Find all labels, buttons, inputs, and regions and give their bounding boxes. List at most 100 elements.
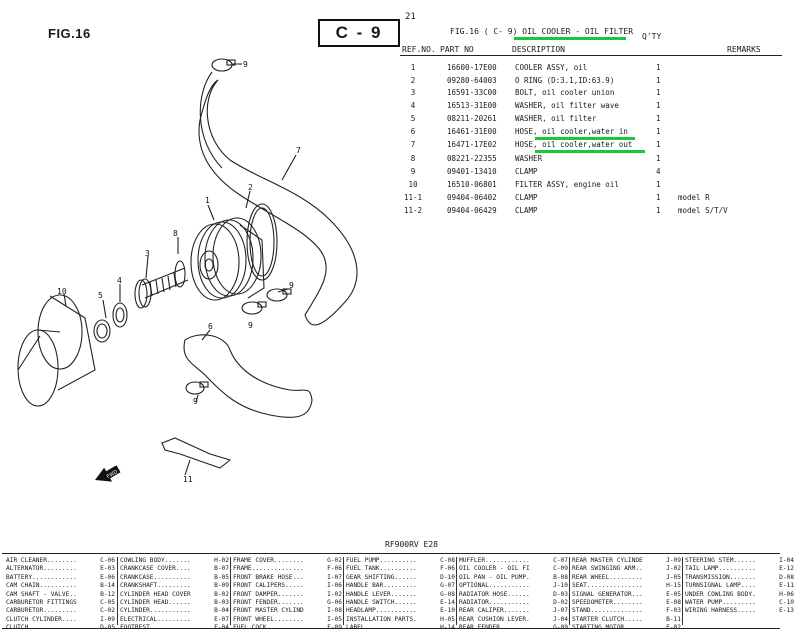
- index-entry-name: FRONT MASTER CYLIND: [233, 607, 304, 615]
- index-entry-code: J-04: [553, 615, 568, 623]
- index-entry-code: D-05: [100, 624, 115, 632]
- diagram-label: 1: [205, 196, 210, 205]
- index-entry[interactable]: FRONT FENDER.......G-06: [231, 599, 344, 607]
- index-entry-name: CYLINDER...........: [120, 607, 191, 615]
- index-entry-name: STARTING MOTOR.....: [572, 624, 643, 632]
- index-entry[interactable]: CARBURETOR.........C-02: [4, 607, 117, 615]
- index-entry[interactable]: CLUTCH CYLINDER....I-09: [4, 616, 117, 624]
- index-entry-name: ALTERNATOR.........: [6, 565, 77, 573]
- index-entry[interactable]: INSTALLATION PARTS.H-05: [344, 616, 457, 624]
- part-no: 16600-17E00: [447, 63, 497, 72]
- index-entry-code: E-13: [779, 607, 794, 615]
- index-entry[interactable]: CYLINDER...........B-04: [118, 607, 231, 615]
- index-entry[interactable]: REAR FENDER........G-09: [457, 624, 570, 632]
- index-entry[interactable]: TAIL LAMP..........E-12: [683, 565, 796, 573]
- index-entry[interactable]: UNDER COWLING BODY.H-06: [683, 591, 796, 599]
- index-entry[interactable]: RADIATOR...........D-02: [457, 599, 570, 607]
- index-entry[interactable]: FRONT BRAKE HOSE...I-07: [231, 574, 344, 582]
- index-entry-name: FOOTREST...........: [120, 624, 191, 632]
- index-entry[interactable]: WIRING HARNESS..... E-13: [683, 607, 796, 615]
- part-no: 16461-31E00: [447, 127, 497, 136]
- description: CLAMP: [515, 193, 538, 202]
- diagram-label: 7: [296, 146, 301, 155]
- index-entry[interactable]: REAR CUSHION LEVER.J-04: [457, 616, 570, 624]
- index-entry[interactable]: HEADLAMP...........E-10: [344, 607, 457, 615]
- diagram-label: 5: [98, 291, 103, 300]
- index-entry[interactable]: BATTERY............E-06: [4, 574, 117, 582]
- index-entry[interactable]: CRANKSHAFT.........B-09: [118, 582, 231, 590]
- index-entry[interactable]: FOOTREST...........F-04: [118, 624, 231, 632]
- index-entry[interactable]: SEAT...............H-15: [570, 582, 683, 590]
- index-entry[interactable]: GEAR SHIFTING......D-10: [344, 574, 457, 582]
- quantity: 4: [656, 167, 661, 176]
- index-entry[interactable]: FUEL COCK..........F-09: [231, 624, 344, 632]
- index-entry-name: STEERING STEM......: [685, 557, 756, 564]
- index-entry[interactable]: CRANKCASE COVER....B-07: [118, 565, 231, 573]
- index-entry[interactable]: MUFFLER............C-07: [457, 557, 570, 565]
- index-entry-code: D-02: [553, 598, 568, 606]
- filter-washer: [93, 319, 111, 343]
- index-entry[interactable]: RADIATOR HOSE......D-03: [457, 591, 570, 599]
- description: FILTER ASSY, engine oil: [515, 180, 619, 189]
- index-entry[interactable]: STARTER CLUTCH.....B-11: [570, 616, 683, 624]
- index-entry-code: I-04: [779, 557, 794, 564]
- index-entry[interactable]: ELECTRICAL.........E-07: [118, 616, 231, 624]
- index-entry[interactable]: HANDLE LEVER.......G-08: [344, 591, 457, 599]
- index-entry[interactable]: ALTERNATOR.........E-03: [4, 565, 117, 573]
- index-entry[interactable]: REAR CALIPER.......J-07: [457, 607, 570, 615]
- index-entry[interactable]: FRONT WHEEL........I-05: [231, 616, 344, 624]
- index-entry[interactable]: OIL PAN - OIL PUMP.B-08: [457, 574, 570, 582]
- wave-washer: [112, 302, 128, 328]
- index-entry[interactable]: WATER PUMP.........C-10: [683, 599, 796, 607]
- index-entry-name: HANDLE LEVER.......: [346, 590, 417, 598]
- index-entry-code: C-08: [440, 557, 455, 564]
- index-entry[interactable]: SPEEDOMETER........E-08: [570, 599, 683, 607]
- index-entry-name: REAR CALIPER.......: [459, 607, 530, 615]
- index-entry-code: G-09: [553, 624, 568, 632]
- index-entry[interactable]: FUEL PUMP..........C-08: [344, 557, 457, 565]
- index-entry[interactable]: CYLINDER HEAD......B-03: [118, 599, 231, 607]
- index-entry-name: FRAME..............: [233, 565, 304, 573]
- index-entry[interactable]: COWLING BODY.......H-02: [118, 557, 231, 565]
- diagram-label: 4: [117, 276, 122, 285]
- index-entry[interactable]: REAR SWINGING ARM..J-02: [570, 565, 683, 573]
- index-entry[interactable]: OPTIONAL...........J-10: [457, 582, 570, 590]
- index-entry[interactable]: STARTING MOTOR.....E-02: [570, 624, 683, 632]
- index-entry[interactable]: LABEL..............H-14: [344, 624, 457, 632]
- index-entry[interactable]: HANDLE BAR.........G-07: [344, 582, 457, 590]
- index-entry[interactable]: CAM CHAIN..........B-14: [4, 582, 117, 590]
- part-no: 16510-06801: [447, 180, 497, 189]
- index-entry[interactable]: CLUTCH.............D-05: [4, 624, 117, 632]
- index-entry[interactable]: CAM SHAFT - VALVE..B-12: [4, 591, 117, 599]
- index-entry[interactable]: FRAME..............F-06: [231, 565, 344, 573]
- index-entry[interactable]: FRONT DAMPER.......I-02: [231, 591, 344, 599]
- index-entry[interactable]: HANDLE SWITCH......E-14: [344, 599, 457, 607]
- index-entry-name: REAR MASTER CYLINDE: [572, 557, 643, 564]
- figure-title: OIL COOLER - OIL FILTER: [522, 27, 634, 36]
- index-entry-code: B-09: [214, 582, 229, 590]
- index-entry[interactable]: AIR CLEANER........C-06: [4, 557, 117, 565]
- index-entry[interactable]: STAND..............F-03: [570, 607, 683, 615]
- index-entry[interactable]: FUEL TANK..........F-06: [344, 565, 457, 573]
- ref-no: 3: [410, 88, 416, 97]
- index-entry[interactable]: REAR WHEEL.........J-05: [570, 574, 683, 582]
- index-entry-code: C-05: [100, 598, 115, 606]
- diagram-label: 6: [208, 322, 213, 331]
- index-entry[interactable]: TRANSMISSION.......D-08: [683, 574, 796, 582]
- index-entry-code: F-06: [440, 565, 455, 573]
- index-entry[interactable]: CRANKCASE..........B-05: [118, 574, 231, 582]
- index-entry[interactable]: FRAME COVER........G-02: [231, 557, 344, 565]
- index-entry[interactable]: STEERING STEM...... I-04: [683, 557, 796, 565]
- index-entry-name: WIRING HARNESS.....: [685, 607, 756, 615]
- index-entry[interactable]: TURNSIGNAL LAMP....E-11: [683, 582, 796, 590]
- index-entry[interactable]: SIGNAL GENERATOR...E-05: [570, 591, 683, 599]
- index-entry[interactable]: FRONT CALIPERS.....I-06: [231, 582, 344, 590]
- diagram-label: 3: [145, 249, 150, 258]
